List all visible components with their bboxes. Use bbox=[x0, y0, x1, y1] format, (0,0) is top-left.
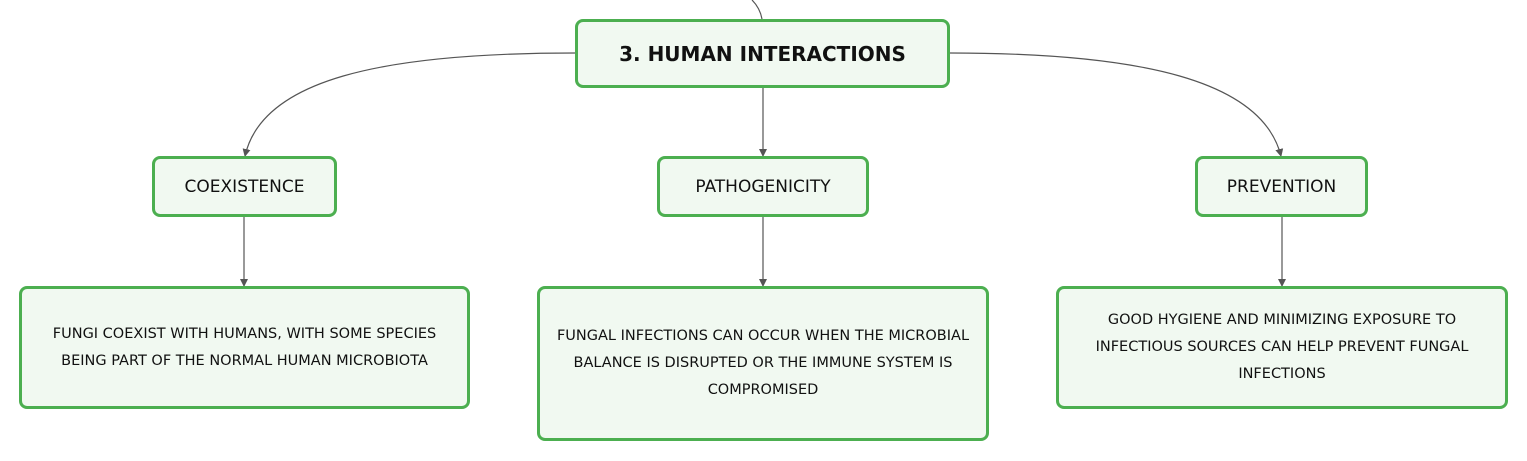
detail-node-prevention[interactable]: GOOD HYGIENE AND MINIMIZING EXPOSURE TO … bbox=[1056, 286, 1508, 409]
detail-text-coexistence: FUNGI COEXIST WITH HUMANS, WITH SOME SPE… bbox=[52, 325, 437, 369]
topic-node-coexistence[interactable]: COEXISTENCE bbox=[152, 156, 337, 217]
connector-root-coexistence bbox=[242, 52, 576, 157]
topic-label-prevention: PREVENTION bbox=[1226, 176, 1337, 197]
detail-text-prevention: GOOD HYGIENE AND MINIMIZING EXPOSURE TO … bbox=[1095, 312, 1469, 382]
topic-label-pathogenicity: PATHOGENICITY bbox=[695, 176, 831, 197]
root-node-label: 3. HUMAN INTERACTIONS bbox=[619, 41, 906, 66]
topic-node-pathogenicity[interactable]: PATHOGENICITY bbox=[657, 156, 869, 217]
topic-node-prevention[interactable]: PREVENTION bbox=[1195, 156, 1368, 217]
topic-label-coexistence: COEXISTENCE bbox=[184, 176, 305, 197]
incoming-connector bbox=[751, 0, 763, 20]
root-node[interactable]: 3. HUMAN INTERACTIONS bbox=[575, 19, 950, 88]
connector-root-prevention bbox=[949, 52, 1284, 157]
detail-text-pathogenicity: FUNGAL INFECTIONS CAN OCCUR WHEN THE MIC… bbox=[556, 328, 970, 398]
detail-node-pathogenicity[interactable]: FUNGAL INFECTIONS CAN OCCUR WHEN THE MIC… bbox=[537, 286, 989, 441]
detail-node-coexistence[interactable]: FUNGI COEXIST WITH HUMANS, WITH SOME SPE… bbox=[19, 286, 470, 409]
